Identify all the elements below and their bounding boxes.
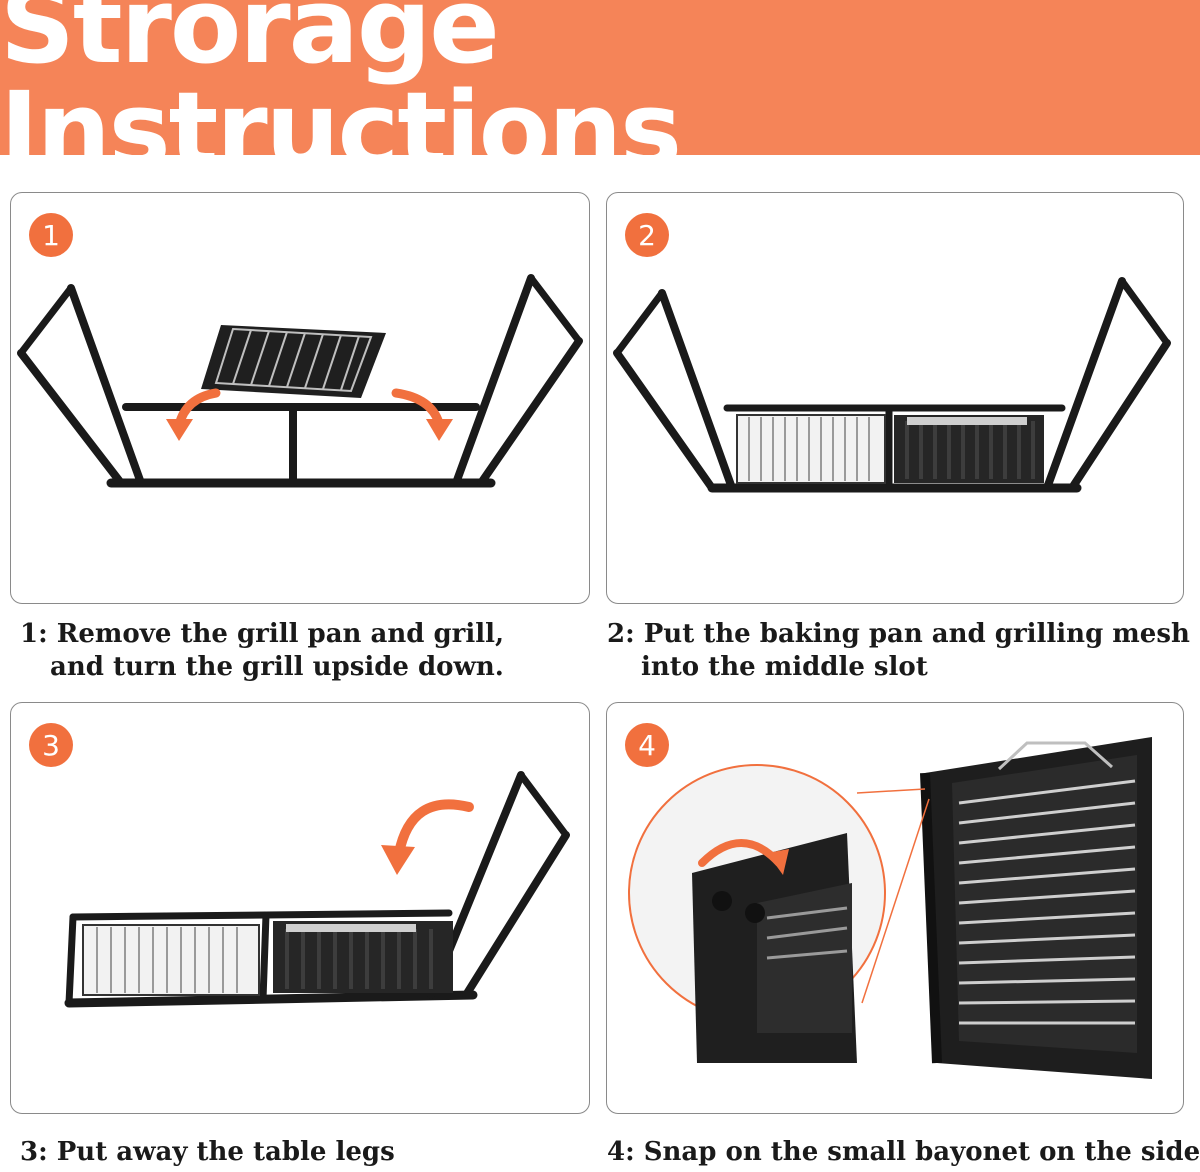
step-1-illustration xyxy=(17,274,583,488)
step-1-caption-line1: 1: Remove the grill pan and grill, xyxy=(20,619,505,649)
step-2-caption: 2: Put the baking pan and grilling mesh … xyxy=(607,618,1190,684)
step-4-panel: 4 xyxy=(606,702,1184,1114)
step-2-panel: 2 xyxy=(606,192,1184,604)
step-3-caption-line1: 3: Put away the table legs xyxy=(20,1137,395,1167)
step-3-panel: 3 xyxy=(10,702,590,1114)
step-4-badge: 4 xyxy=(625,723,669,767)
step-3-illustration xyxy=(64,771,570,1008)
title-banner: Strorage Instructions xyxy=(0,0,1200,182)
step-4-caption: 4: Snap on the small bayonet on the side xyxy=(607,1136,1200,1169)
step-4-illustration xyxy=(628,737,1152,1079)
step-3-badge: 3 xyxy=(29,723,73,767)
step-2-badge: 2 xyxy=(625,213,669,257)
step-3-caption: 3: Put away the table legs xyxy=(20,1136,395,1169)
page-title: Strorage Instructions xyxy=(0,0,682,191)
step-1-panel: 1 xyxy=(10,192,590,604)
step-1-caption-line2: and turn the grill upside down. xyxy=(50,652,504,682)
step-2-caption-line2: into the middle slot xyxy=(641,652,928,682)
step-2-illustration xyxy=(613,277,1171,493)
step-2-caption-line1: 2: Put the baking pan and grilling mesh xyxy=(607,619,1190,649)
step-1-badge: 1 xyxy=(29,213,73,257)
step-4-caption-line1: 4: Snap on the small bayonet on the side xyxy=(607,1137,1200,1167)
step-1-caption: 1: Remove the grill pan and grill, and t… xyxy=(20,618,504,684)
